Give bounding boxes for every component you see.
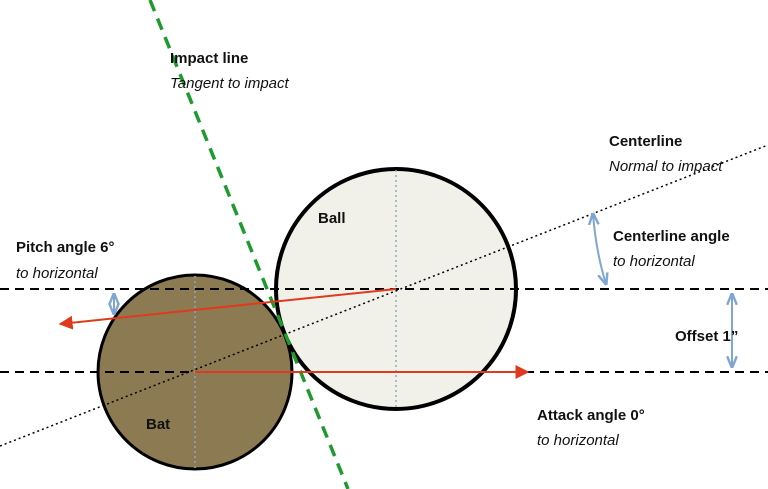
ball-velocity-arrow: [58, 288, 397, 330]
pitch-angle-sublabel: to horizontal: [16, 265, 98, 282]
impact-line-sublabel: Tangent to impact: [170, 75, 290, 92]
impact-line-label: Impact line: [170, 50, 248, 67]
offset-label: Offset 1”: [675, 328, 738, 345]
pitch-angle-label: Pitch angle 6°: [16, 239, 115, 256]
centerline-angle-arc: [593, 214, 606, 284]
attack-angle-sublabel: to horizontal: [537, 432, 619, 449]
centerline-sublabel: Normal to impact: [609, 158, 723, 175]
centerline-angle-label: Centerline angle: [613, 228, 730, 245]
bat-label: Bat: [146, 416, 170, 433]
attack-angle-label: Attack angle 0°: [537, 407, 645, 424]
centerline-angle-sublabel: to horizontal: [613, 253, 695, 270]
centerline-label: Centerline: [609, 133, 682, 150]
ball-label: Ball: [318, 210, 346, 227]
impact-line: [148, 0, 350, 489]
